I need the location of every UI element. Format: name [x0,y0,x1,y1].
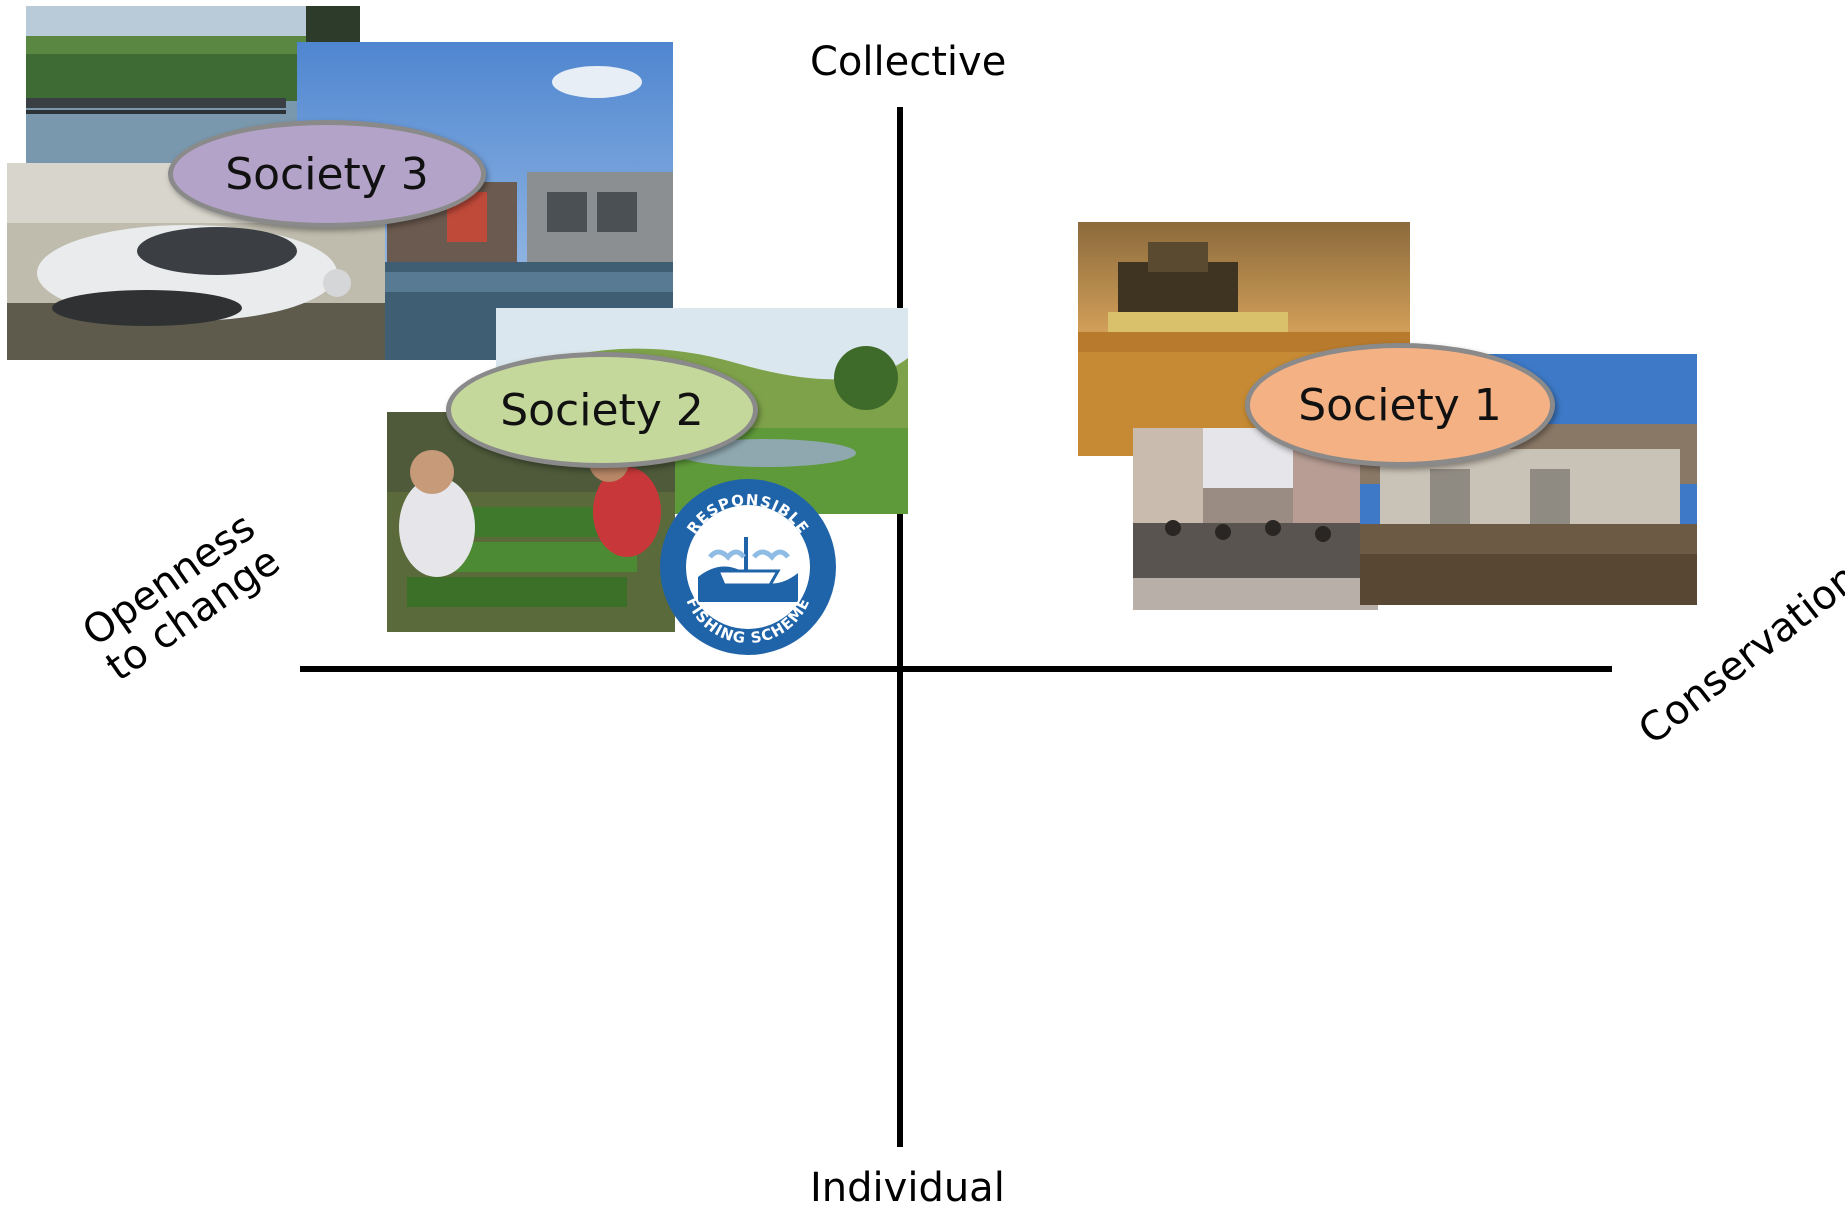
axis-label-collective: Collective [810,39,1007,85]
seedling-gardening-photo [387,412,675,632]
axis-label-openness: Openness to change [75,504,289,690]
vertical-axis [897,107,903,1147]
horizontal-axis [300,666,1612,672]
society-3-bubble: Society 3 [168,120,486,228]
axis-label-individual: Individual [810,1165,1005,1211]
society-1-bubble: Society 1 [1245,343,1555,467]
society-2-bubble: Society 2 [446,352,758,468]
responsible-fishing-logo: RESPONSIBLE FISHING SCHEME [658,477,838,657]
